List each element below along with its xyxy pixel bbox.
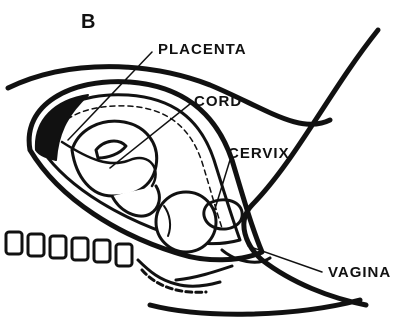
thigh-outline [150, 300, 360, 314]
panel-letter: B [81, 12, 95, 32]
rectum-outline [176, 266, 232, 280]
label-cervix: CERVIX [228, 146, 290, 161]
label-vagina: VAGINA [328, 265, 391, 280]
label-cord: CORD [194, 94, 242, 109]
label-placenta: PLACENTA [158, 42, 247, 57]
